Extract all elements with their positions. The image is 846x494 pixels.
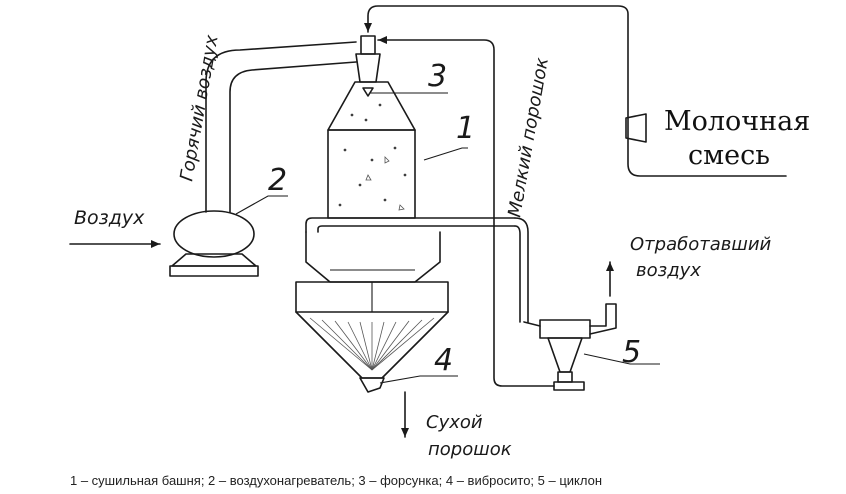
label-exhaust-line2: воздух xyxy=(636,260,701,281)
label-number-5: 5 xyxy=(622,335,641,370)
hot-air-duct xyxy=(205,41,357,213)
vibro-sieve-cone xyxy=(295,281,449,438)
label-number-4: 4 xyxy=(434,343,453,378)
fine-powder-line xyxy=(377,36,555,387)
label-exhaust-line1: Отработавший xyxy=(630,234,772,255)
milk-mixture-line xyxy=(364,5,787,177)
legend-caption: 1 – сушильная башня; 2 – воздухонагреват… xyxy=(70,473,603,488)
label-dry-line2: порошок xyxy=(428,439,512,460)
drying-tower xyxy=(327,81,416,219)
collector-header xyxy=(305,217,529,323)
label-number-1: 1 xyxy=(456,111,475,146)
label-air: Воздух xyxy=(74,207,145,229)
label-milk-line1: Молочная xyxy=(664,106,810,137)
label-fine-powder: Мелкий порошок xyxy=(504,56,553,219)
label-number-2: 2 xyxy=(268,163,287,198)
cyclone xyxy=(523,261,617,391)
label-hot-air: Горячий воздух xyxy=(176,33,222,183)
label-dry-line1: Сухой xyxy=(426,412,483,433)
air-heater xyxy=(69,210,259,277)
label-number-3: 3 xyxy=(428,59,447,94)
label-milk-line2: смесь xyxy=(688,140,770,171)
nozzle xyxy=(355,35,381,97)
leader-lines xyxy=(235,92,660,384)
